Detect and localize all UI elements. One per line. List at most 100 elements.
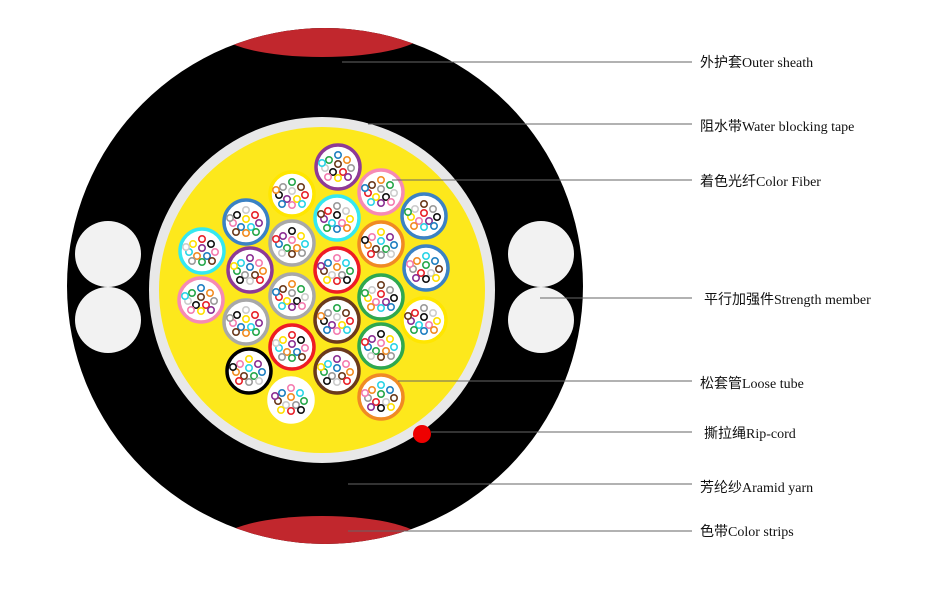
color-fiber	[389, 393, 398, 402]
color-fiber	[277, 301, 286, 310]
color-fiber	[381, 245, 390, 254]
color-fiber	[246, 262, 255, 271]
color-fiber	[193, 252, 202, 261]
color-fiber	[242, 206, 251, 215]
color-fiber	[432, 316, 441, 325]
loose-tube	[268, 170, 316, 218]
color-fiber	[281, 400, 290, 409]
color-fiber	[414, 320, 423, 329]
color-fiber	[376, 389, 385, 398]
color-fiber	[327, 371, 336, 380]
color-fiber	[229, 362, 238, 371]
label-color-fiber: 着色光纤Color Fiber	[700, 173, 821, 190]
loose-tube	[268, 272, 316, 320]
color-strip-top	[220, 28, 424, 57]
color-fiber	[332, 363, 341, 372]
color-fiber	[242, 314, 251, 323]
color-fiber	[360, 236, 369, 245]
color-fiber	[300, 191, 309, 200]
color-fiber	[419, 209, 428, 218]
color-fiber	[278, 284, 287, 293]
loose-tube	[402, 244, 450, 292]
color-fiber	[277, 352, 286, 361]
color-fiber	[208, 256, 217, 265]
color-fiber	[255, 258, 264, 267]
color-fiber	[322, 376, 331, 385]
color-fiber	[250, 371, 259, 380]
color-fiber	[255, 275, 264, 284]
color-fiber	[203, 252, 212, 261]
color-fiber	[371, 245, 380, 254]
color-fiber	[419, 312, 428, 321]
color-fiber	[278, 232, 287, 241]
color-fiber	[287, 330, 296, 339]
color-fiber	[332, 303, 341, 312]
color-fiber	[405, 259, 414, 268]
color-fiber	[300, 240, 309, 249]
color-fiber	[376, 280, 385, 289]
color-fiber	[232, 228, 241, 237]
color-fiber	[411, 273, 420, 282]
label-rip-cord: 撕拉绳Rip-cord	[704, 426, 796, 442]
color-fiber	[316, 210, 325, 219]
color-fiber	[287, 227, 296, 236]
color-fiber	[332, 262, 341, 271]
color-fiber	[233, 310, 242, 319]
color-fiber	[278, 183, 287, 192]
color-fiber	[287, 302, 296, 311]
color-fiber	[271, 287, 280, 296]
color-fiber	[385, 181, 394, 190]
color-fiber	[332, 276, 341, 285]
color-fiber	[366, 302, 375, 311]
color-fiber	[410, 205, 419, 214]
color-fiber	[332, 211, 341, 220]
color-fiber	[328, 168, 337, 177]
color-fiber	[255, 219, 264, 228]
color-fiber	[376, 251, 385, 260]
loose-tube	[357, 322, 405, 370]
loose-tube	[268, 219, 316, 267]
color-fiber	[389, 342, 398, 351]
color-fiber	[287, 187, 296, 196]
color-fiber	[236, 359, 245, 368]
color-fiber	[197, 292, 206, 301]
color-fiber	[286, 392, 295, 401]
loose-tube	[226, 246, 274, 294]
label-loose-tube: 松套管Loose tube	[700, 376, 804, 392]
color-fiber	[341, 207, 350, 216]
color-fiber	[316, 362, 325, 371]
color-fiber	[187, 305, 196, 314]
label-outer-sheath: 外护套Outer sheath	[700, 55, 813, 71]
color-fiber	[416, 268, 425, 277]
color-fiber	[342, 224, 351, 233]
loose-tube	[357, 273, 405, 321]
color-fiber	[296, 335, 305, 344]
color-fiber	[414, 217, 423, 226]
color-fiber	[277, 249, 286, 258]
color-fiber	[341, 359, 350, 368]
color-fiber	[197, 283, 206, 292]
color-fiber	[327, 270, 336, 279]
color-fiber	[333, 160, 342, 169]
color-fiber	[376, 403, 385, 412]
color-fiber	[241, 270, 250, 279]
color-fiber	[237, 258, 246, 267]
color-fiber	[286, 383, 295, 392]
color-fiber	[360, 288, 369, 297]
loose-tube	[222, 298, 270, 346]
color-fiber	[287, 250, 296, 259]
labels: 外护套Outer sheath 阻水带Water blocking tape 着…	[700, 55, 871, 540]
color-fiber	[292, 244, 301, 253]
color-fiber	[251, 211, 260, 220]
color-fiber	[342, 156, 351, 165]
loose-tube	[225, 347, 273, 395]
color-fiber	[188, 256, 197, 265]
color-fiber	[419, 223, 428, 232]
color-fiber	[207, 240, 216, 249]
color-fiber	[434, 264, 443, 273]
color-fiber	[233, 211, 242, 220]
color-fiber	[282, 244, 291, 253]
color-fiber	[376, 380, 385, 389]
color-fiber	[296, 284, 305, 293]
color-fiber	[237, 322, 246, 331]
